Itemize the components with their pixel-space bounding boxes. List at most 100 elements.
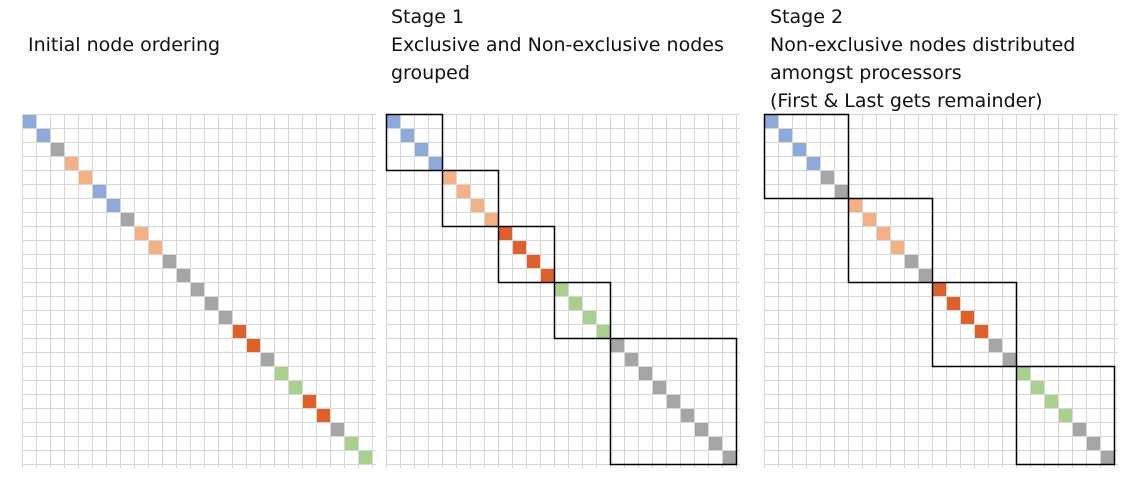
panel-title: Stage 1 Exclusive and Non-exclusive node… [391, 3, 724, 87]
processor-block [931, 281, 1018, 368]
node-cell-peach [471, 199, 484, 212]
node-cell-blue [807, 157, 820, 170]
node-cell-green [555, 283, 568, 296]
matrix-grid [22, 114, 376, 468]
node-cell-gray [177, 269, 190, 282]
node-cell-green [1017, 367, 1030, 380]
node-cell-red [947, 297, 960, 310]
node-cell-blue [387, 115, 400, 128]
node-cell-gray [653, 381, 666, 394]
node-cell-green [569, 297, 582, 310]
title-line: Initial node ordering [28, 34, 221, 56]
node-cell-blue [23, 115, 36, 128]
node-cell-gray [821, 171, 834, 184]
node-cell-blue [37, 129, 50, 142]
node-cell-gray [681, 409, 694, 422]
title-line: (First & Last gets remainder) [770, 90, 1043, 112]
node-cell-gray [611, 339, 624, 352]
node-cell-red [233, 325, 246, 338]
node-cell-green [275, 367, 288, 380]
node-cell-peach [891, 241, 904, 254]
node-cell-red [961, 311, 974, 324]
node-cell-peach [79, 171, 92, 184]
title-line: Exclusive and Non-exclusive nodes [391, 34, 724, 56]
panel-title: Initial node ordering [28, 31, 220, 59]
processor-block [441, 169, 500, 228]
node-cell-blue [429, 157, 442, 170]
node-cell-gray [667, 395, 680, 408]
node-cell-peach [849, 199, 862, 212]
title-line: Stage 1 [391, 6, 465, 28]
node-cell-gray [121, 213, 134, 226]
processor-block [497, 225, 556, 284]
processor-block [609, 337, 738, 466]
node-cell-gray [191, 283, 204, 296]
node-cell-peach [65, 157, 78, 170]
node-cell-blue [107, 199, 120, 212]
node-cell-gray [219, 311, 232, 324]
matrix-grid [385, 113, 740, 468]
node-cell-peach [135, 227, 148, 240]
node-cell-gray [695, 423, 708, 436]
grid-lines [22, 114, 376, 468]
node-cell-gray [261, 353, 274, 366]
processor-block [385, 113, 444, 172]
node-cell-blue [401, 129, 414, 142]
title-line: Non-exclusive nodes distributed [770, 34, 1076, 56]
node-cell-peach [443, 171, 456, 184]
title-line: grouped [391, 62, 470, 84]
node-cell-green [345, 437, 358, 450]
processor-block [1015, 365, 1116, 466]
node-cell-peach [877, 227, 890, 240]
node-cell-peach [149, 241, 162, 254]
node-cell-red [247, 339, 260, 352]
matrix-grid [763, 113, 1118, 468]
node-cell-red [303, 395, 316, 408]
panel-title: Stage 2 Non-exclusive nodes distributed … [770, 3, 1075, 115]
node-cell-gray [709, 437, 722, 450]
processor-block [847, 197, 934, 284]
node-cell-red [499, 227, 512, 240]
node-cell-blue [415, 143, 428, 156]
grid-lines [386, 114, 740, 468]
node-cell-gray [1087, 437, 1100, 450]
node-cell-gray [989, 339, 1002, 352]
processor-block [553, 281, 612, 340]
node-cell-red [513, 241, 526, 254]
node-cell-blue [765, 115, 778, 128]
node-cell-gray [1073, 423, 1086, 436]
title-line: Stage 2 [770, 6, 844, 28]
node-cell-gray [1101, 451, 1114, 464]
title-line: amongst processors [770, 62, 962, 84]
node-cell-green [289, 381, 302, 394]
node-cell-green [1031, 381, 1044, 394]
node-cell-green [597, 325, 610, 338]
node-cell-red [541, 269, 554, 282]
node-cell-gray [723, 451, 736, 464]
node-cell-red [975, 325, 988, 338]
node-cell-red [527, 255, 540, 268]
node-cell-gray [625, 353, 638, 366]
node-cell-red [933, 283, 946, 296]
node-cell-peach [485, 213, 498, 226]
processor-block [763, 113, 850, 200]
node-cell-gray [1003, 353, 1016, 366]
node-cell-peach [457, 185, 470, 198]
node-cell-gray [639, 367, 652, 380]
node-cell-gray [919, 269, 932, 282]
node-cell-gray [331, 423, 344, 436]
node-cell-green [583, 311, 596, 324]
node-cell-peach [863, 213, 876, 226]
node-cell-gray [163, 255, 176, 268]
node-cell-blue [793, 143, 806, 156]
node-cell-green [1059, 409, 1072, 422]
node-cell-red [317, 409, 330, 422]
node-cell-gray [905, 255, 918, 268]
node-cell-green [1045, 395, 1058, 408]
node-cell-blue [779, 129, 792, 142]
node-cell-gray [51, 143, 64, 156]
node-cell-gray [835, 185, 848, 198]
node-cell-gray [205, 297, 218, 310]
node-cell-blue [93, 185, 106, 198]
node-cell-green [359, 451, 372, 464]
